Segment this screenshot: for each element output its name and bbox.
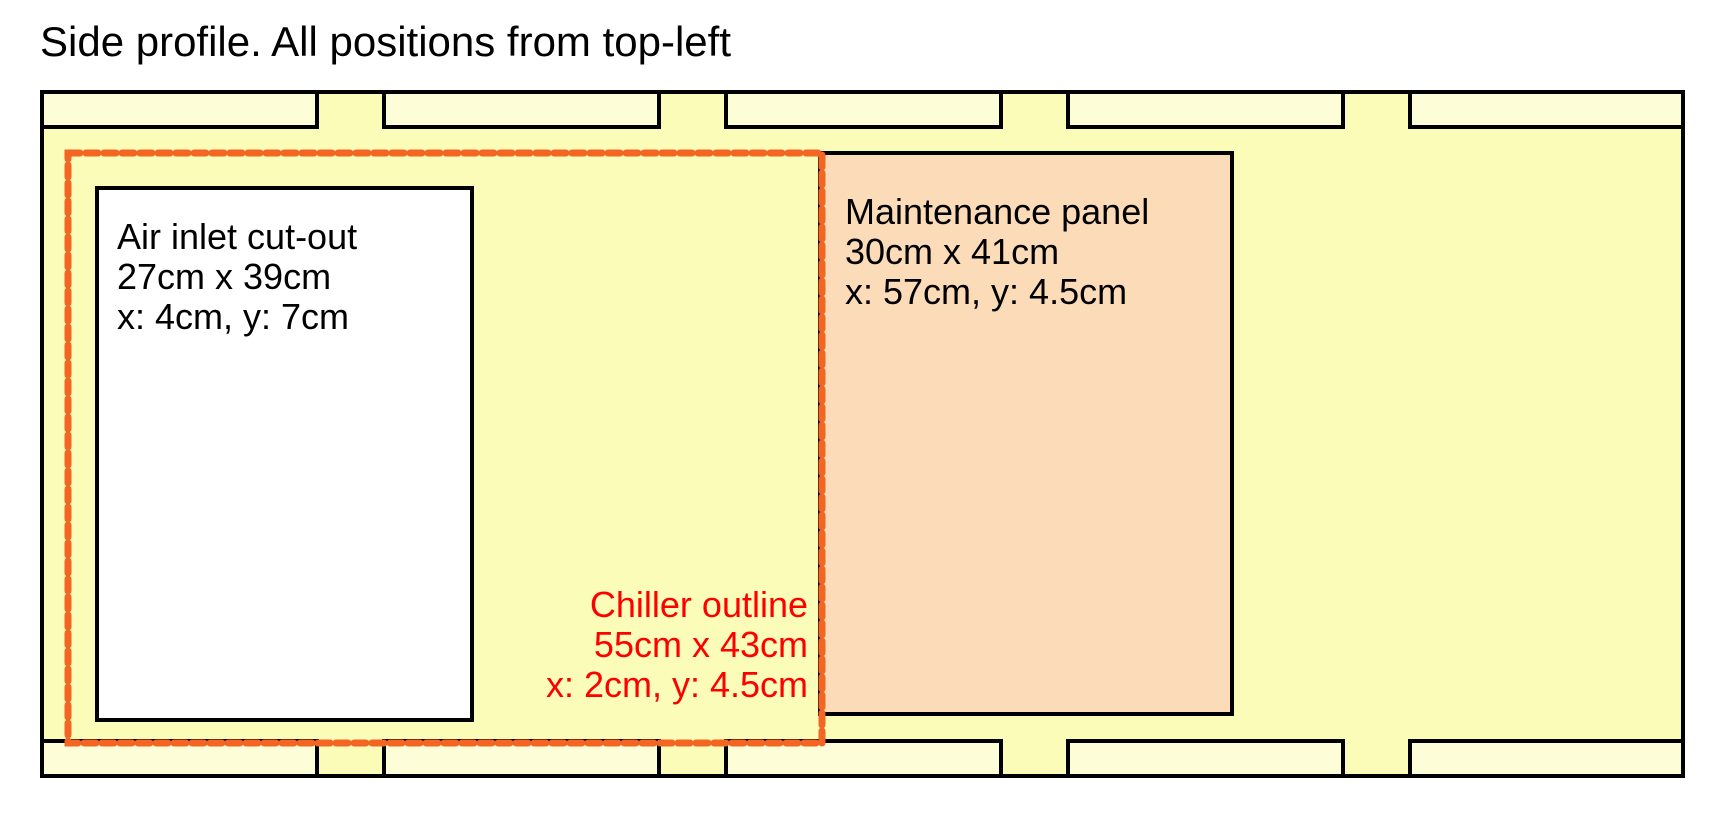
- bottom-rail-segment: [724, 739, 1003, 778]
- air-inlet-name: Air inlet cut-out: [117, 216, 357, 257]
- bottom-rail-segment: [382, 739, 661, 778]
- bottom-rail-segment: [1066, 739, 1345, 778]
- maintenance-panel: [818, 151, 1234, 716]
- top-rail-segment: [382, 90, 661, 129]
- maintenance-panel-size: 30cm x 41cm: [845, 231, 1059, 272]
- top-rail-segment: [1066, 90, 1345, 129]
- maintenance-panel-name: Maintenance panel: [845, 191, 1149, 232]
- bottom-rail-segment: [1408, 739, 1685, 778]
- air-inlet-cutout: [95, 186, 474, 722]
- top-rail-segment: [1408, 90, 1685, 129]
- air-inlet-size: 27cm x 39cm: [117, 256, 331, 297]
- maintenance-panel-position: x: 57cm, y: 4.5cm: [845, 271, 1127, 312]
- chiller-outline: [64, 149, 826, 747]
- chiller-name: Chiller outline: [590, 584, 808, 625]
- chiller-position: x: 2cm, y: 4.5cm: [546, 664, 808, 705]
- top-rail-segment: [724, 90, 1003, 129]
- page-title: Side profile. All positions from top-lef…: [40, 18, 731, 65]
- air-inlet-position: x: 4cm, y: 7cm: [117, 296, 349, 337]
- top-rail: [40, 90, 1685, 129]
- top-rail-segment: [40, 90, 319, 129]
- chiller-size: 55cm x 43cm: [594, 624, 808, 665]
